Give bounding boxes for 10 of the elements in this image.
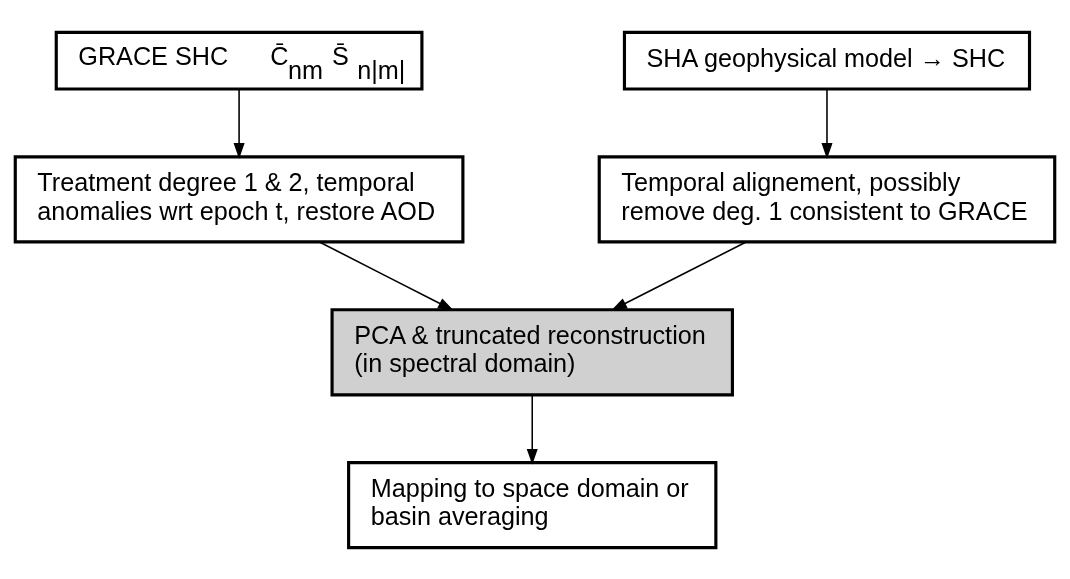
arrow: [611, 240, 747, 311]
node-box: SHA geophysical model → SHC: [622, 30, 1032, 91]
arrow: [821, 88, 833, 159]
arrow: [526, 393, 538, 465]
node-box: PCA & truncated reconstruction (in spectral domain): [330, 307, 734, 396]
arrow: [233, 88, 245, 159]
arrow: [319, 240, 454, 311]
node-box: Treatment degree 1 & 2, temporal anomalies wrt epoch t, restore AOD: [13, 154, 465, 243]
node-box: Temporal alignement, possibly remove deg. 1 consistent to GRACE: [597, 154, 1057, 243]
node-box: Mapping to space domain or basin averaging: [347, 460, 718, 549]
